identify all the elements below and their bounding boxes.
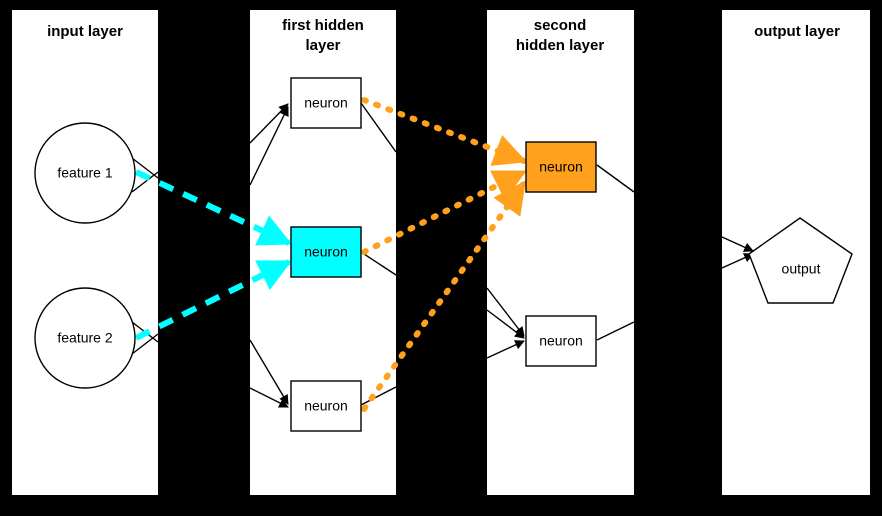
output-layer-group: output layer output <box>748 23 853 304</box>
edge-h2top-to-output <box>721 236 754 252</box>
node-h1-neuron-top[interactable] <box>290 77 362 129</box>
edge-h1bottom-to-h2bottom <box>486 309 525 339</box>
node-label-h1-neuron-bottom: neuron <box>304 398 348 414</box>
second-hidden-layer-group: second hidden layer neuron neuron <box>516 17 605 367</box>
node-h2-neuron-bottom[interactable] <box>525 315 597 367</box>
panel-title-second-hidden-layer-line1: second <box>534 17 587 34</box>
edge-orange-h1top-to-h2top <box>361 97 528 166</box>
edge-f1-to-h1bottom <box>249 339 289 405</box>
edge-stub-h1mid-out <box>360 251 397 276</box>
node-label-h2-neuron-top: neuron <box>539 159 583 175</box>
edge-f2-to-h1top <box>249 106 289 186</box>
edge-cyan-f1-to-h1mid <box>134 169 292 246</box>
panel-input-layer <box>12 10 158 495</box>
panel-title-output-layer: output layer <box>754 23 840 40</box>
panel-title-second-hidden-layer-line2: hidden layer <box>516 37 605 54</box>
edge-h2bottom-to-output <box>721 253 754 269</box>
edge-stub-h2top-out <box>596 164 635 193</box>
node-output[interactable] <box>748 217 853 304</box>
highlight-path-cyan <box>134 169 292 341</box>
edge-f2-to-h1bottom <box>249 387 289 408</box>
node-feature-2[interactable] <box>34 287 136 389</box>
panel-title-first-hidden-layer-line2: layer <box>305 37 340 54</box>
edge-cyan-f2-to-h1mid <box>134 259 292 341</box>
edge-stub-h2bottom-out <box>596 321 635 341</box>
node-label-h1-neuron-mid: neuron <box>304 244 348 260</box>
panel-title-first-hidden-layer-line1: first hidden <box>282 17 364 34</box>
edge-stub-h1bottom-out <box>360 386 397 406</box>
node-h1-neuron-mid[interactable] <box>290 226 362 278</box>
panel-title-input-layer: input layer <box>47 23 123 40</box>
node-label-h1-neuron-top: neuron <box>304 95 348 111</box>
node-label-output: output <box>782 261 821 277</box>
edge-h1mid-to-h2bottom <box>486 340 525 359</box>
node-label-h2-neuron-bottom: neuron <box>539 333 583 349</box>
edge-stub-h1top-out <box>360 102 397 153</box>
node-label-feature-2: feature 2 <box>57 330 112 346</box>
highlight-path-orange <box>361 97 528 412</box>
node-h2-neuron-top[interactable] <box>525 141 597 193</box>
node-feature-1[interactable] <box>34 122 136 224</box>
node-h1-neuron-bottom[interactable] <box>290 380 362 432</box>
node-label-feature-1: feature 1 <box>57 165 112 181</box>
first-hidden-layer-group: first hidden layer neuron neuron neuron <box>282 17 364 432</box>
edges-hidden2-to-output <box>596 164 754 341</box>
edge-orange-h1mid-to-h2top <box>361 169 527 255</box>
edge-h1top-to-h2bottom <box>486 287 525 337</box>
edge-stub-f2-down <box>131 333 159 355</box>
panel-second-hidden-layer <box>487 10 634 495</box>
layer-panels <box>12 10 870 495</box>
input-layer-group: input layer feature 1 feature 2 <box>34 23 136 389</box>
edges-hidden1-to-hidden2 <box>360 102 525 406</box>
edge-stub-f1-down <box>131 171 159 193</box>
edges-input-to-hidden1 <box>131 103 289 408</box>
